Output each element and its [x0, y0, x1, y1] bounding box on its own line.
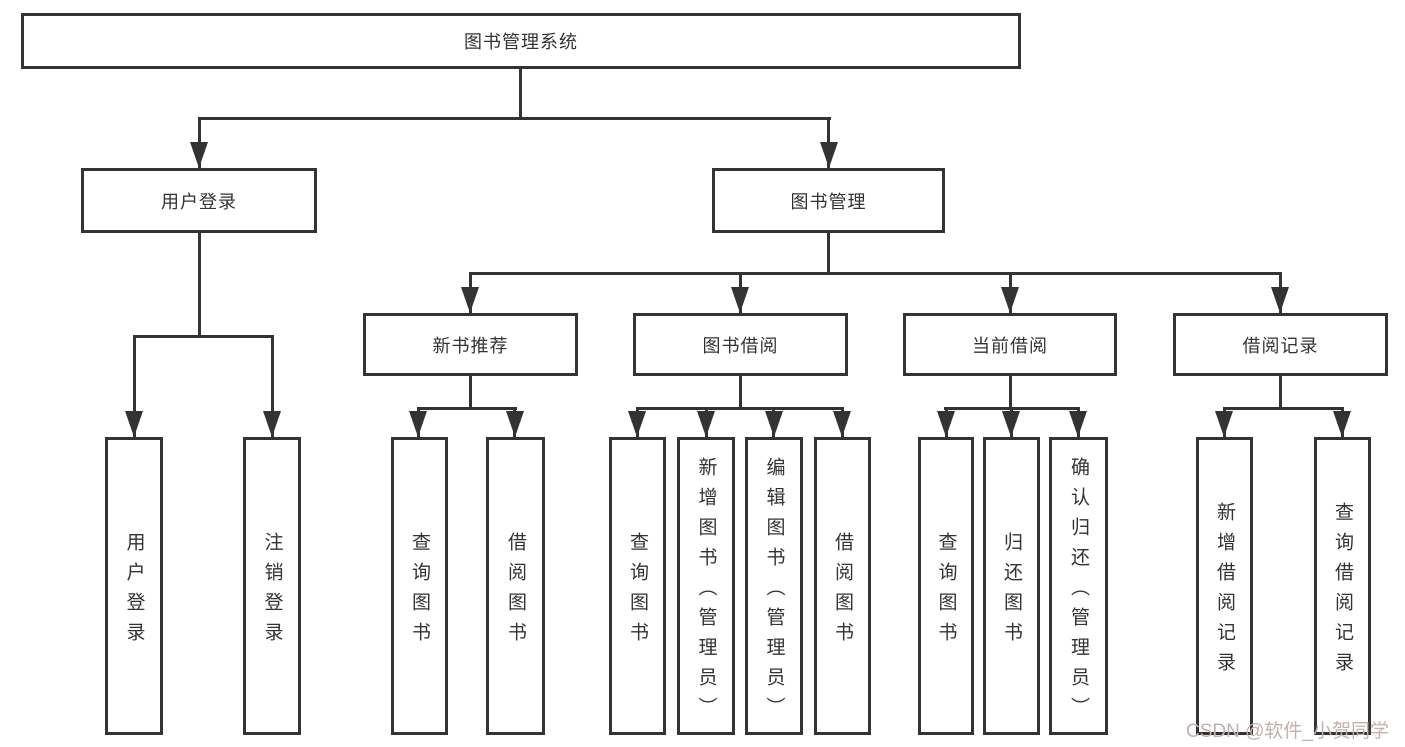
arrow-down-icon	[190, 142, 208, 168]
arrow-down-icon	[461, 287, 479, 313]
arrow-down-icon	[1002, 411, 1020, 437]
arrow-down-icon	[765, 411, 783, 437]
connector-line	[1009, 376, 1012, 407]
connector-line	[1223, 407, 1344, 410]
connector-line	[739, 376, 742, 407]
leaf-borrow-edit-book-admin: 编辑图书（管理员）	[745, 437, 803, 735]
connector-line	[133, 335, 274, 338]
arrow-down-icon	[833, 411, 851, 437]
leaf-user-login: 用户登录	[105, 437, 163, 735]
connector-line	[198, 233, 201, 335]
leaf-recommend-borrow-book: 借阅图书	[486, 437, 545, 735]
leaf-borrow-query-book: 查询图书	[609, 437, 666, 735]
leaf-recommend-query-book: 查询图书	[391, 437, 448, 735]
leaf-current-confirm-return-admin: 确认归还（管理员）	[1049, 437, 1108, 735]
arrow-down-icon	[1215, 411, 1233, 437]
leaf-records-add-record: 新增借阅记录	[1196, 437, 1253, 735]
leaf-borrow-borrow-book: 借阅图书	[814, 437, 871, 735]
csdn-watermark: CSDN @软件_小贺同学	[1186, 721, 1389, 742]
leaf-current-return-book: 归还图书	[983, 437, 1040, 735]
arrow-down-icon	[697, 411, 715, 437]
arrow-down-icon	[1001, 287, 1019, 313]
connector-line	[1279, 376, 1282, 407]
connector-line	[636, 407, 844, 410]
connector-line	[827, 233, 830, 272]
node-book-borrow: 图书借阅	[633, 313, 848, 376]
node-root: 图书管理系统	[21, 13, 1021, 69]
connector-line	[133, 335, 136, 437]
arrow-down-icon	[731, 287, 749, 313]
arrow-down-icon	[506, 411, 524, 437]
connector-line	[417, 407, 517, 410]
node-borrow-records: 借阅记录	[1173, 313, 1388, 376]
arrow-down-icon	[125, 411, 143, 437]
arrow-down-icon	[263, 411, 281, 437]
leaf-borrow-add-book-admin: 新增图书（管理员）	[677, 437, 735, 735]
node-current-borrow: 当前借阅	[903, 313, 1117, 376]
arrow-down-icon	[820, 142, 838, 168]
arrow-down-icon	[1271, 287, 1289, 313]
connector-line	[469, 272, 1282, 275]
leaf-logout: 注销登录	[243, 437, 301, 735]
node-book-management: 图书管理	[712, 168, 945, 233]
leaf-records-query-record: 查询借阅记录	[1314, 437, 1371, 735]
arrow-down-icon	[1333, 411, 1351, 437]
arrow-down-icon	[937, 411, 955, 437]
node-new-book-recommend: 新书推荐	[363, 313, 578, 376]
leaf-current-query-book: 查询图书	[918, 437, 974, 735]
connector-line	[198, 117, 831, 120]
connector-line	[469, 376, 472, 407]
connector-line	[519, 69, 522, 117]
connector-line	[271, 335, 274, 437]
arrow-down-icon	[628, 411, 646, 437]
arrow-down-icon	[409, 411, 427, 437]
node-user-login: 用户登录	[81, 168, 317, 233]
arrow-down-icon	[1069, 411, 1087, 437]
